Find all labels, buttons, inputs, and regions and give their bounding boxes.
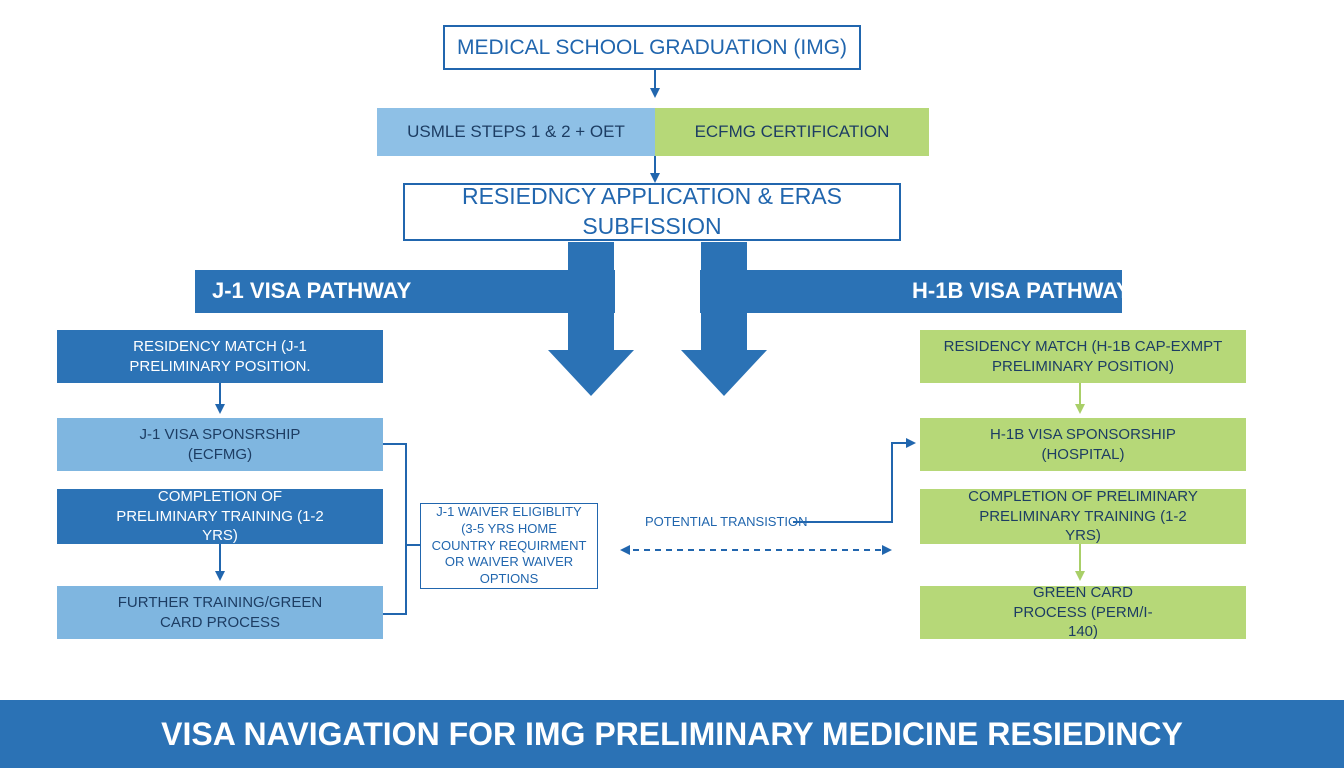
graduation-box: MEDICAL SCHOOL GRADUATION (IMG) — [443, 25, 861, 70]
transition-arrow — [793, 438, 916, 523]
big-arrow-left — [548, 242, 634, 396]
waiver-bracket — [383, 443, 407, 615]
h1b-step-green-card: GREEN CARD PROCESS (PERM/I-140) — [920, 584, 1246, 640]
footer-title-banner: VISA NAVIGATION FOR IMG PRELIMINARY MEDI… — [0, 700, 1344, 768]
big-arrow-right — [681, 242, 767, 396]
usmle-box: USMLE STEPS 1 & 2 + OET — [377, 108, 655, 156]
waiver-eligibility-box: J-1 WAIVER ELIGIBLITY (3-5 YRS HOME COUN… — [420, 503, 598, 589]
h1b-step-visa-sponsorship: H-1B VISA SPONSORSHIP (HOSPITAL) — [920, 418, 1246, 471]
potential-transition-label: POTENTIAL TRANSISTION — [645, 514, 808, 529]
j1-pathway-bar — [195, 270, 615, 313]
h1b-pathway-bar — [700, 270, 1122, 313]
h1b-step-completion: COMPLETION OF PRELIMINARY PRELIMINARY TR… — [920, 488, 1246, 544]
j1-step-completion: COMPLETION OF PRELIMINARY TRAINING (1-2 … — [57, 488, 383, 544]
residency-application-box: RESIEDNCY APPLICATION & ERAS SUBFISSION — [403, 183, 901, 241]
h1b-step-residency-match: RESIDENCY MATCH (H-1B CAP-EXMPT PRELIMIN… — [920, 330, 1246, 383]
h1b-pathway-label: H-1B VISA PATHWAY — [912, 278, 1131, 303]
j1-step-visa-sponsorship: J-1 VISA SPONSRSHIP (ECFMG) — [57, 418, 383, 471]
ecfmg-box: ECFMG CERTIFICATION — [655, 108, 929, 156]
j1-step-residency-match: RESIDENCY MATCH (J-1 PRELIMINARY POSITIO… — [57, 330, 383, 383]
j1-pathway-label: J-1 VISA PATHWAY — [212, 278, 412, 303]
j1-step-further-training: FURTHER TRAINING/GREEN CARD PROCESS — [57, 586, 383, 639]
